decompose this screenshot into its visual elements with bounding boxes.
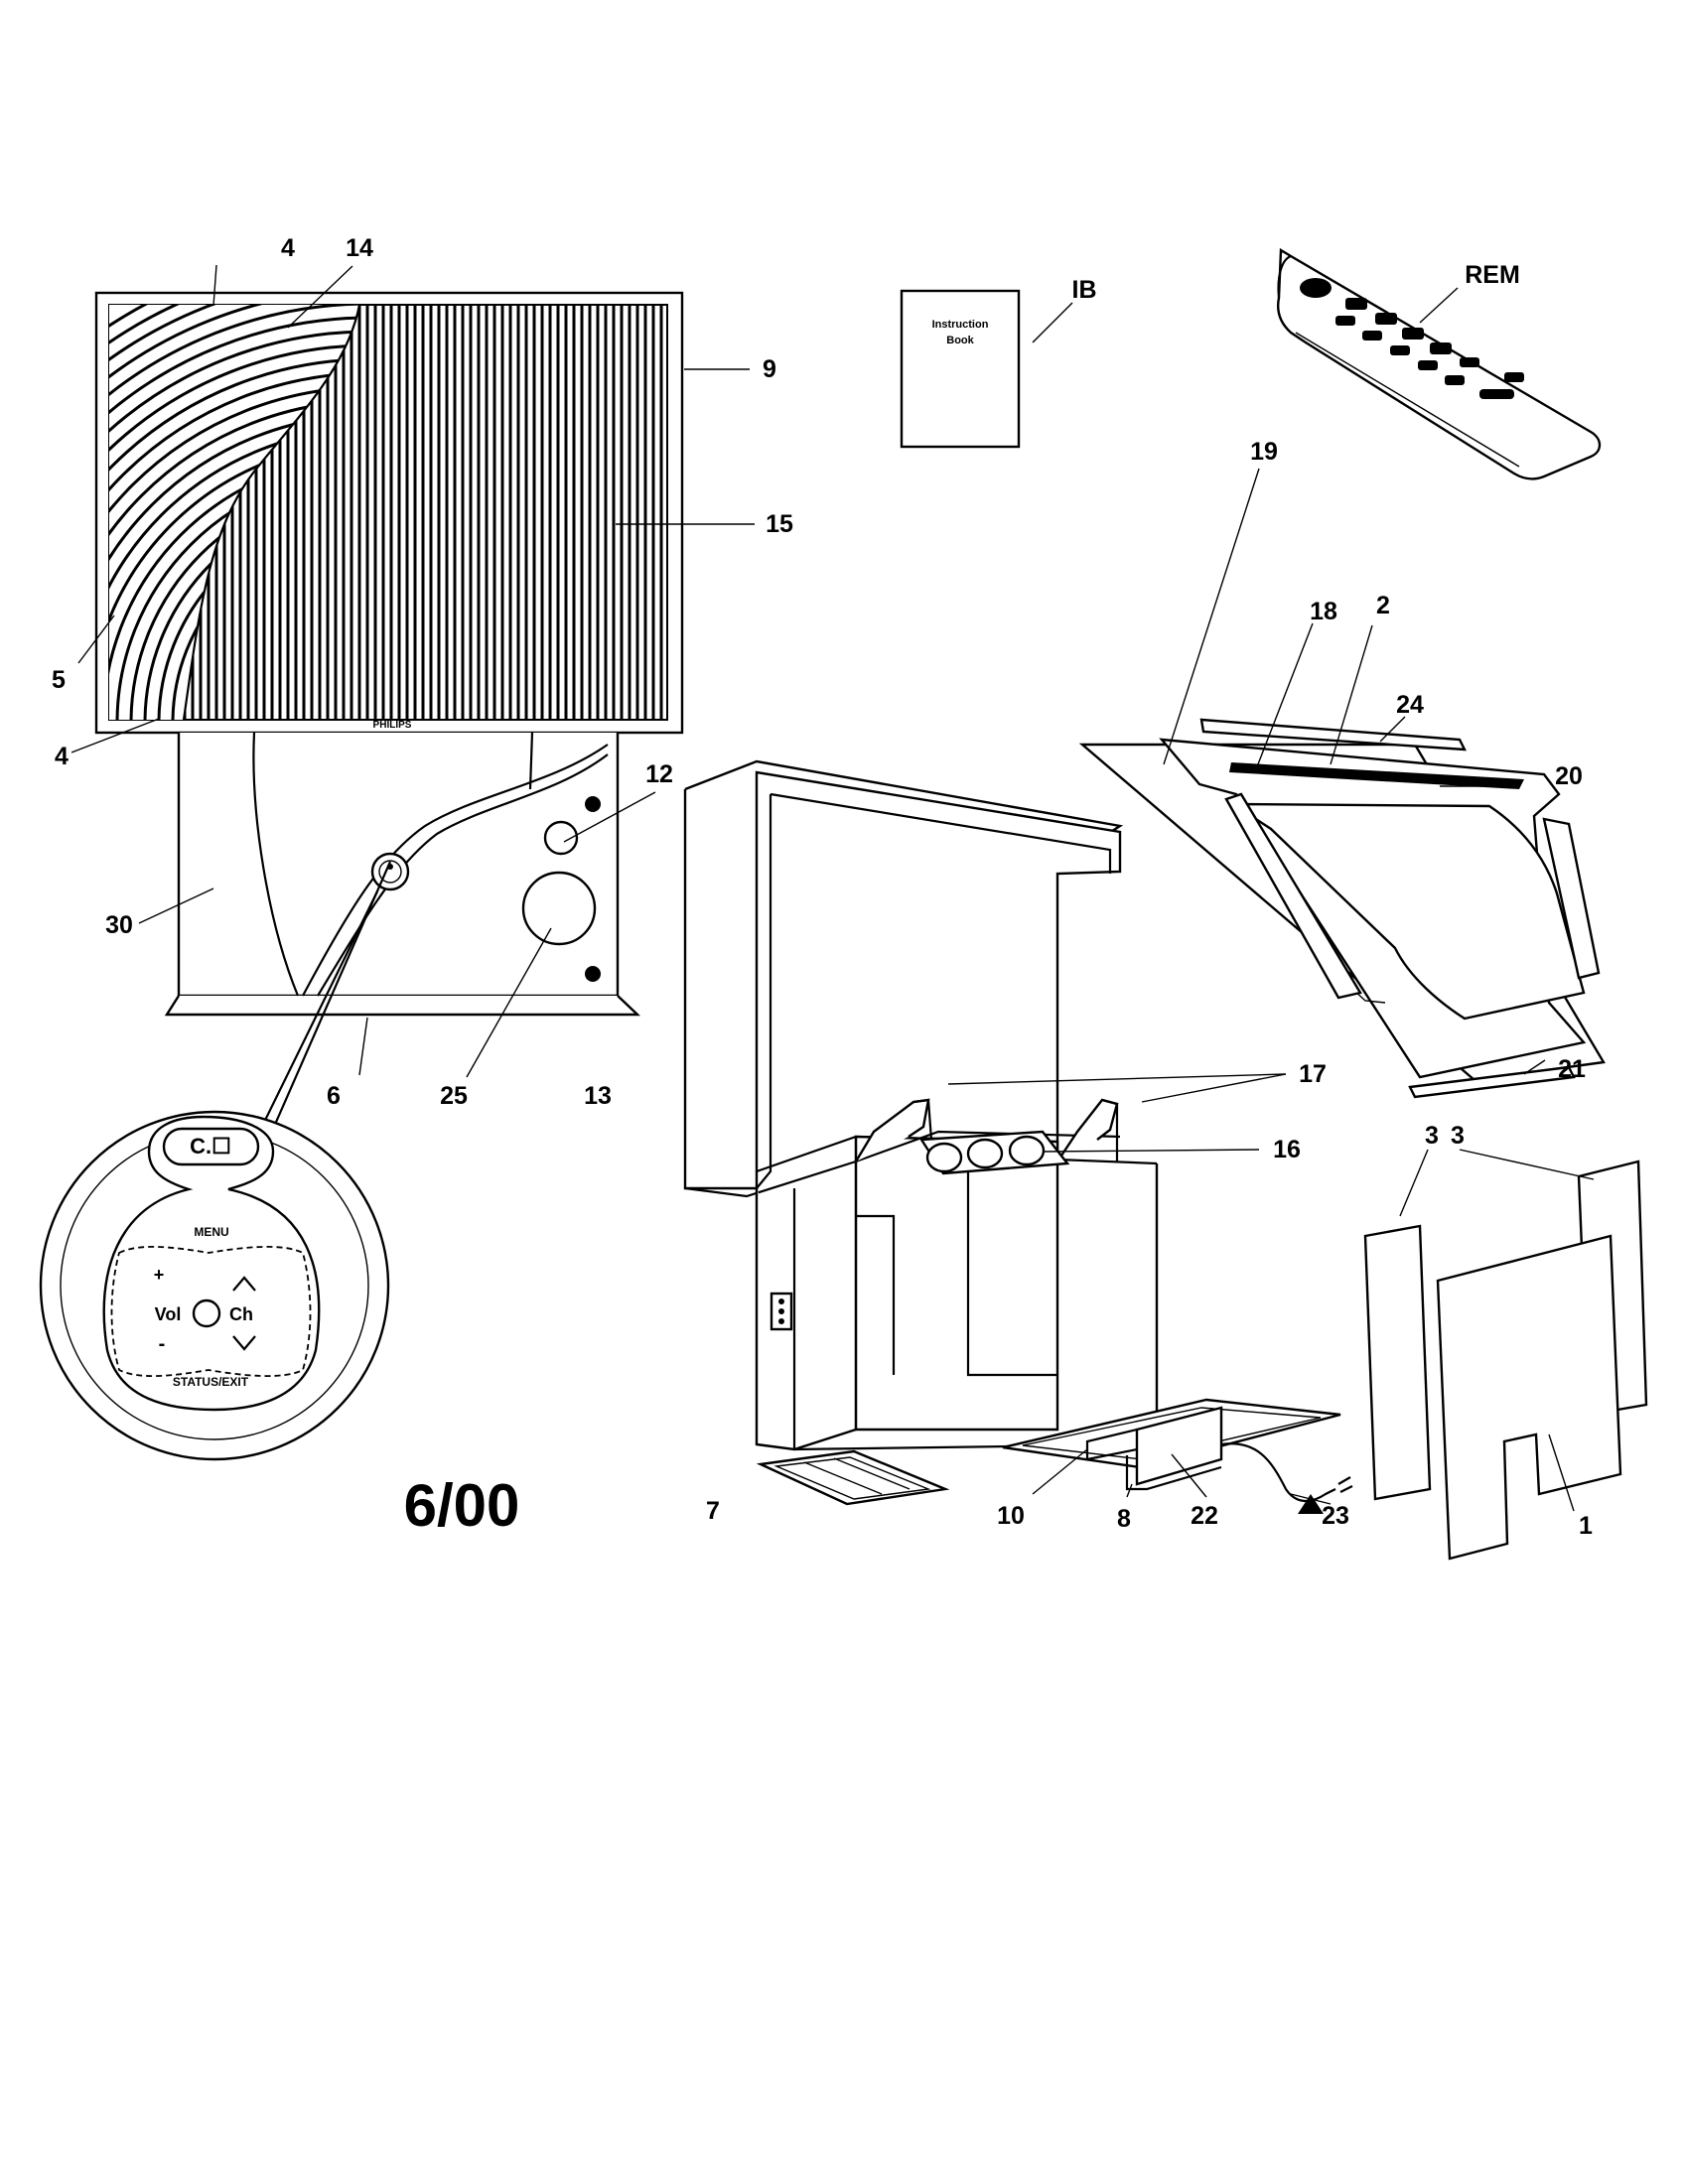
back-panel (1436, 1234, 1622, 1561)
cabinet-base-trim (164, 995, 641, 1017)
callout-rem: REM (1465, 261, 1520, 289)
mirror-top-strip (1229, 762, 1524, 789)
callout-8: 8 (1117, 1505, 1131, 1533)
cabinet-body (683, 759, 1159, 1451)
status-exit-label: STATUS/EXIT (173, 1375, 249, 1389)
ch-label: Ch (229, 1304, 253, 1324)
callout-25: 25 (440, 1082, 468, 1110)
side-panel-left (1363, 1224, 1432, 1501)
brand-logo: PHILIPS (373, 720, 412, 731)
callout-4-top: 4 (281, 234, 295, 262)
callout-5: 5 (52, 666, 66, 694)
callout-13: 13 (584, 1082, 612, 1110)
mirror-assembly (1078, 718, 1606, 1099)
cabinet-front (164, 732, 641, 1017)
indicator-led-top (585, 796, 601, 812)
ch-up-arrow-icon[interactable] (232, 1276, 256, 1292)
callout-24: 24 (1396, 691, 1424, 719)
ch-down-arrow-icon[interactable] (232, 1335, 256, 1351)
callout-30: 30 (105, 911, 133, 939)
callout-17: 17 (1299, 1060, 1327, 1088)
callout-4-bottom: 4 (55, 743, 69, 770)
callout-9: 9 (763, 355, 776, 383)
mirror-trim-bottom (1408, 1065, 1576, 1099)
power-plug-icon (1298, 1494, 1324, 1514)
side-panels (1363, 1160, 1648, 1561)
callout-ib: IB (1072, 276, 1097, 304)
instruction-book-line2: Book (946, 335, 974, 346)
remote-control (1277, 247, 1602, 480)
indicator-led-bottom (585, 966, 601, 982)
power-cord (1220, 1442, 1353, 1514)
instruction-book: Instruction Book (900, 289, 1021, 449)
callout-18: 18 (1310, 598, 1337, 625)
callout-23: 23 (1322, 1502, 1349, 1530)
callout-22: 22 (1191, 1502, 1218, 1530)
callout-1: 1 (1579, 1512, 1593, 1540)
callout-12: 12 (645, 760, 673, 788)
callout-16: 16 (1273, 1136, 1301, 1163)
crt-lenses (918, 1130, 1070, 1175)
front-control-knob[interactable] (370, 852, 410, 891)
callout-7: 7 (706, 1497, 720, 1525)
speaker-grille (521, 871, 597, 946)
vol-plus-label: + (154, 1265, 165, 1285)
mirror-trim-top (1199, 718, 1468, 751)
main-board (1085, 1406, 1223, 1486)
sensor-window (543, 820, 579, 856)
callout-20: 20 (1555, 762, 1583, 790)
callout-19: 19 (1250, 438, 1278, 466)
callout-21: 21 (1558, 1055, 1586, 1083)
instruction-book-line1: Instruction (932, 319, 989, 331)
callout-labels: 4 14 9 15 5 4 30 6 25 13 12 IB REM 19 18… (52, 234, 1593, 1540)
front-screen-assembly: PHILIPS (94, 291, 684, 735)
center-button[interactable] (192, 1298, 221, 1328)
panel-display (162, 1127, 260, 1166)
cabinet-top-frame (683, 770, 1122, 1190)
leader-lines (70, 264, 1595, 1512)
callout-2: 2 (1376, 592, 1390, 619)
callout-3-left: 3 (1425, 1122, 1439, 1150)
date-code: 6/00 (404, 1472, 520, 1539)
callout-15: 15 (766, 510, 793, 538)
control-panel-detail: C.☐ MENU + - Vol Ch STATUS/EXIT (39, 861, 392, 1461)
callout-3-right: 3 (1451, 1122, 1465, 1150)
panel-display-icon: C.☐ (190, 1134, 231, 1159)
vol-label: Vol (155, 1304, 182, 1324)
callout-6: 6 (327, 1082, 341, 1110)
menu-label: MENU (194, 1225, 228, 1239)
foot-piece (756, 1449, 950, 1506)
callout-10: 10 (997, 1502, 1025, 1530)
callout-14: 14 (346, 234, 373, 262)
vol-minus-label: - (159, 1333, 166, 1355)
